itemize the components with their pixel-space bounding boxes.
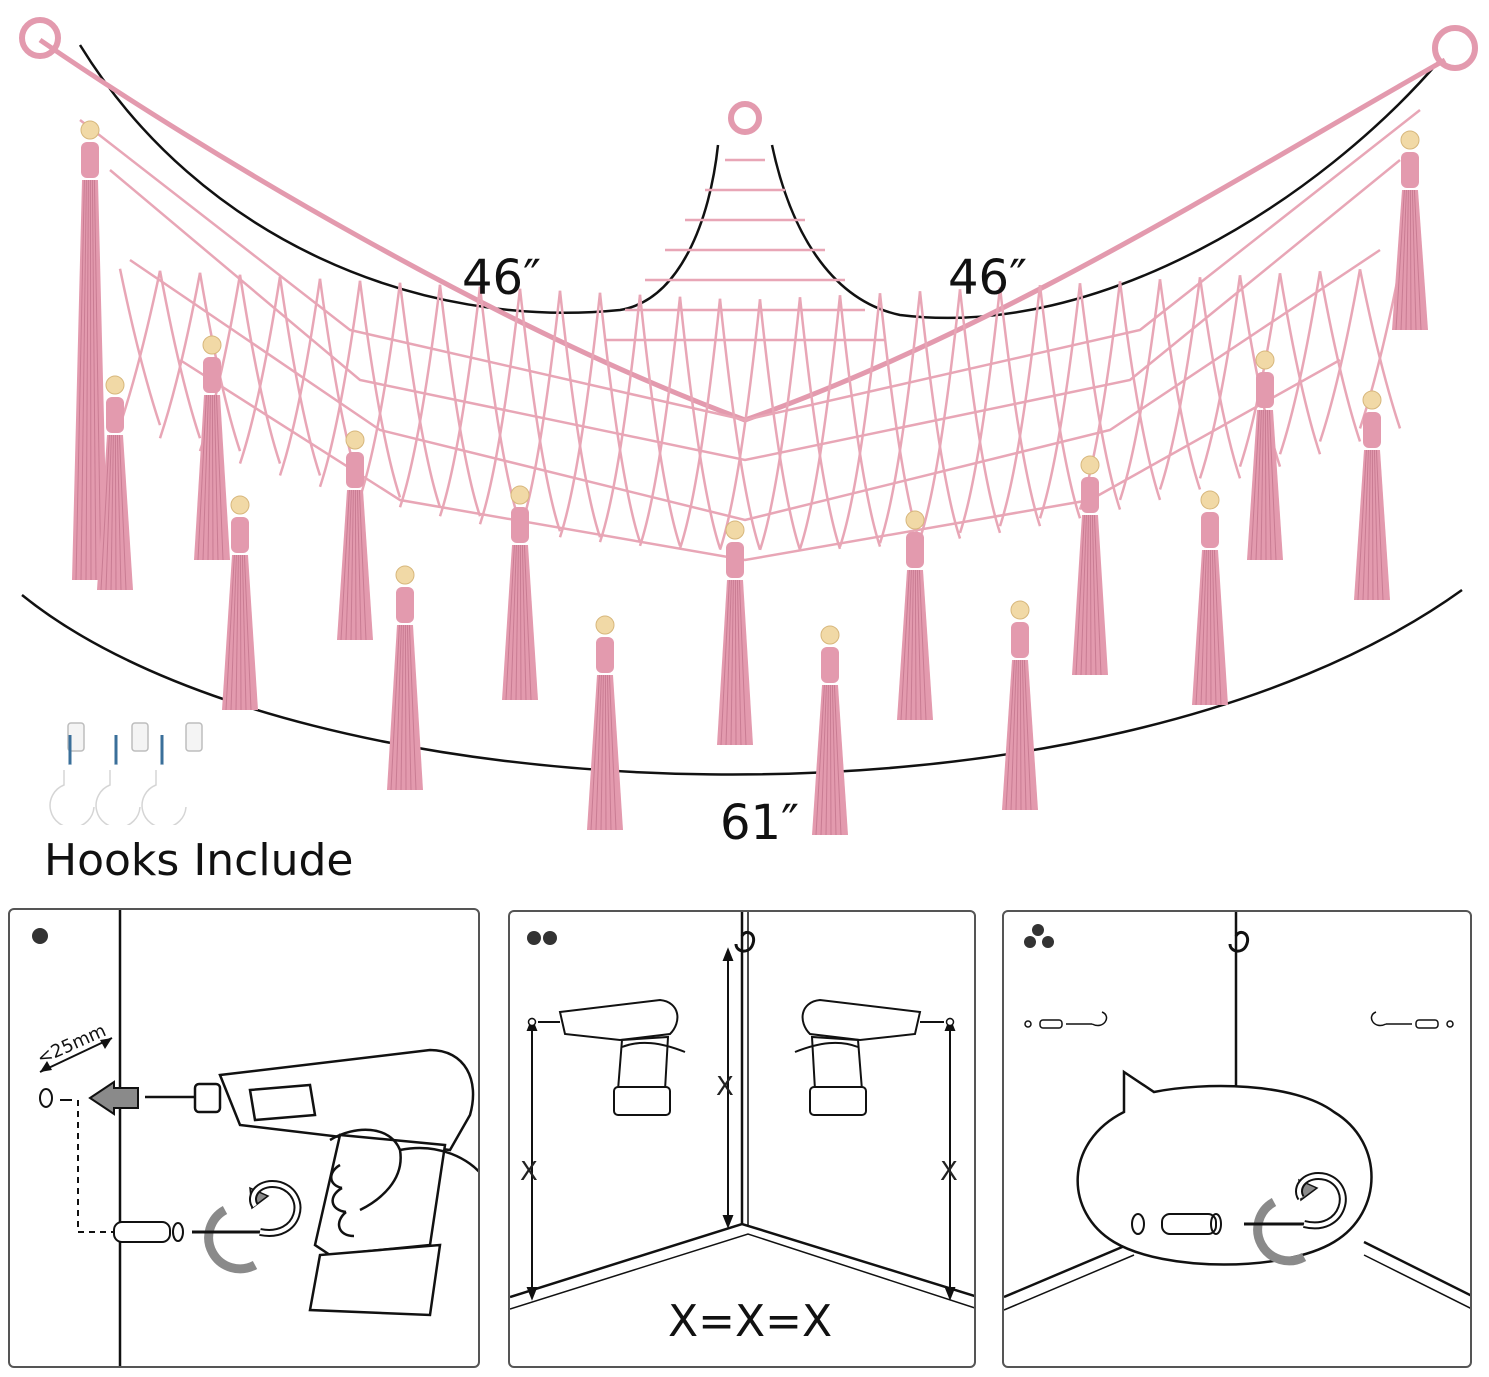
tassel [72, 120, 108, 581]
tassel [387, 565, 423, 791]
step-2-drawing [510, 912, 974, 1310]
left-loop [19, 17, 61, 59]
left-dimension-arc [78, 44, 720, 314]
wall-anchor [113, 1221, 171, 1243]
step-1-drawing [32, 910, 478, 1366]
tassel [812, 625, 848, 836]
tassel [337, 430, 373, 641]
bottom-span-label: 61″ [720, 795, 800, 851]
tassel [1392, 130, 1428, 331]
tassels [72, 120, 1428, 836]
right-loop [1432, 25, 1478, 71]
right-drill-icon [794, 998, 944, 1116]
left-drill-icon [538, 998, 686, 1116]
tassel [897, 510, 933, 721]
hooks-icon [49, 722, 203, 825]
equality-formula: X=X=X [668, 1296, 833, 1347]
right-span-label: 46″ [948, 250, 1028, 306]
zoom-bubble [1076, 1069, 1373, 1266]
tassel [1002, 600, 1038, 811]
tassel [1354, 390, 1390, 601]
step-2-dots [543, 931, 557, 945]
product-illustration: 46″ 46″ 61″ Hooks Include [19, 17, 1478, 886]
step-1-panel: <25mm [8, 908, 480, 1368]
tassel [1072, 455, 1108, 676]
bottom-dimension-arc [21, 588, 1463, 776]
rotate-arrow [204, 1206, 258, 1274]
step-3-dots [1042, 936, 1054, 948]
net-mesh [79, 109, 1421, 562]
tassel [502, 485, 538, 701]
tassel [97, 375, 133, 591]
step-3-drawing [1004, 912, 1470, 1311]
tassel [194, 335, 230, 561]
tassel [587, 615, 623, 831]
right-height-label: X [940, 1157, 958, 1187]
drill-icon [145, 1048, 475, 1317]
center-loop [728, 101, 762, 135]
tassel [1192, 490, 1228, 706]
middle-height-label: X [716, 1072, 734, 1102]
left-height-label: X [520, 1157, 538, 1187]
tassel [222, 495, 258, 711]
step-1-dot [32, 928, 48, 944]
macrame-net-drawing [19, 17, 1478, 836]
step-3-panel [1002, 910, 1472, 1368]
right-dimension-arc [770, 59, 1441, 320]
left-span-label: 46″ [462, 250, 542, 306]
hooks-include-label: Hooks Include [44, 835, 354, 886]
tassel [1247, 350, 1283, 561]
tassel [717, 520, 753, 746]
drill-direction-arrow [88, 1080, 139, 1116]
hand-icon [329, 1128, 478, 1238]
drill-hole [39, 1088, 53, 1108]
step-2-panel: X X X X=X=X [508, 910, 976, 1368]
